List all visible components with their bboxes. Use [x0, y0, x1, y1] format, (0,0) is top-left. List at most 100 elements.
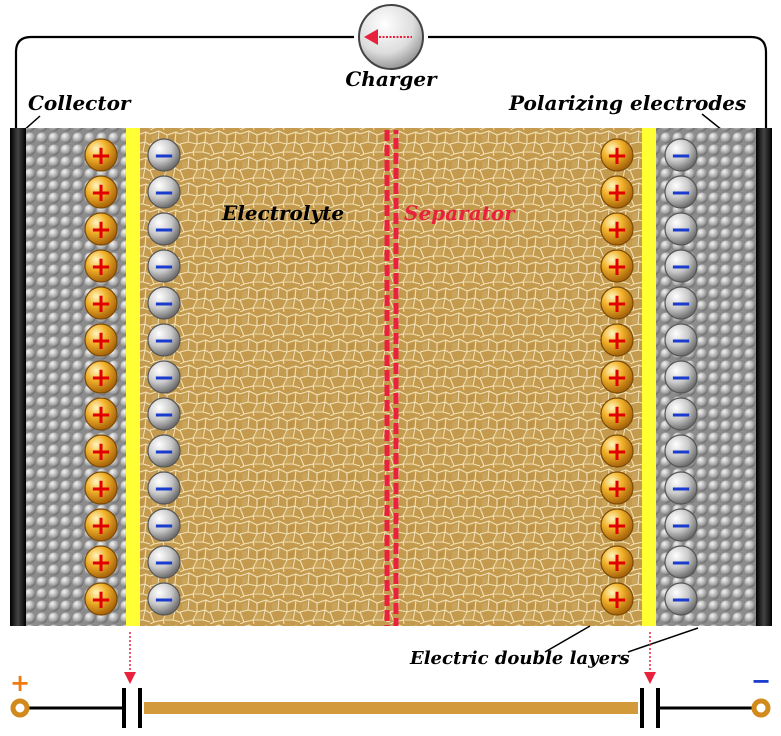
- left-capacitor-plate-a: [122, 688, 126, 728]
- right-collector: [756, 128, 772, 626]
- positive-ion-sphere: [84, 138, 118, 172]
- plus-sign: +: [90, 215, 112, 245]
- minus-sign: −: [153, 363, 175, 393]
- left-negative-ion: −: [147, 286, 181, 320]
- negative-ion-sphere: [664, 582, 698, 616]
- double-layer-pointer-right: [627, 627, 699, 653]
- left-positive-charge: +: [84, 434, 118, 468]
- right-positive-ion: +: [600, 397, 634, 431]
- left-positive-charge: +: [84, 323, 118, 357]
- left-positive-charge: +: [84, 138, 118, 172]
- minus-sign: −: [670, 141, 692, 171]
- left-negative-ion: −: [147, 249, 181, 283]
- plus-sign: +: [606, 215, 628, 245]
- right-positive-ion: +: [600, 175, 634, 209]
- minus-sign: −: [670, 363, 692, 393]
- left-negative-ion: −: [147, 434, 181, 468]
- positive-terminal: [10, 698, 30, 718]
- negative-ion-sphere: [147, 508, 181, 542]
- right-positive-ion: +: [600, 545, 634, 579]
- positive-ion-sphere: [600, 508, 634, 542]
- right-positive-ion: +: [600, 323, 634, 357]
- plus-sign: +: [90, 326, 112, 356]
- right-negative-charge: −: [664, 545, 698, 579]
- right-negative-charge: −: [664, 471, 698, 505]
- positive-ion-sphere: [84, 249, 118, 283]
- positive-ion-sphere: [600, 212, 634, 246]
- right-positive-ion: +: [600, 212, 634, 246]
- left-positive-charge: +: [84, 582, 118, 616]
- minus-sign: −: [670, 585, 692, 615]
- negative-ion-sphere: [664, 175, 698, 209]
- left-positive-charge: +: [84, 212, 118, 246]
- negative-ion-sphere: [664, 360, 698, 394]
- positive-ion-sphere: [84, 397, 118, 431]
- left-negative-ion: −: [147, 397, 181, 431]
- left-negative-ion: −: [147, 545, 181, 579]
- positive-ion-sphere: [84, 582, 118, 616]
- right-positive-ion: +: [600, 286, 634, 320]
- positive-ion-sphere: [84, 545, 118, 579]
- right-negative-charge: −: [664, 582, 698, 616]
- negative-ion-sphere: [147, 397, 181, 431]
- left-positive-charge: +: [84, 471, 118, 505]
- negative-ion-sphere: [147, 286, 181, 320]
- ion-columns: +++++++++++++−−−−−−−−−−−−−+++++++++++++−…: [84, 138, 698, 616]
- plus-sign: +: [90, 252, 112, 282]
- negative-ion-sphere: [147, 582, 181, 616]
- minus-sign: −: [153, 215, 175, 245]
- right-downward-arrow: [644, 632, 656, 684]
- left-negative-ion: −: [147, 212, 181, 246]
- minus-sign: −: [153, 141, 175, 171]
- separator: [384, 130, 399, 626]
- minus-sign: −: [153, 511, 175, 541]
- right-positive-ion: +: [600, 582, 634, 616]
- positive-ion-sphere: [600, 323, 634, 357]
- positive-ion-sphere: [84, 360, 118, 394]
- plus-sign: +: [606, 585, 628, 615]
- plus-sign: +: [90, 585, 112, 615]
- negative-ion-sphere: [147, 545, 181, 579]
- minus-sign: −: [670, 252, 692, 282]
- negative-ion-sphere: [147, 138, 181, 172]
- plus-sign: +: [606, 141, 628, 171]
- minus-sign: −: [670, 437, 692, 467]
- left-positive-charge: +: [84, 397, 118, 431]
- plus-sign: +: [606, 326, 628, 356]
- charger-label: Charger: [345, 67, 438, 91]
- minus-sign: −: [670, 178, 692, 208]
- negative-ion-sphere: [664, 323, 698, 357]
- right-negative-charge: −: [664, 175, 698, 209]
- plus-sign: +: [90, 178, 112, 208]
- double-layer-pointer-left: [544, 625, 591, 653]
- minus-sign: −: [153, 326, 175, 356]
- left-positive-charge: +: [84, 286, 118, 320]
- positive-ion-sphere: [600, 471, 634, 505]
- electrolyte-label: Electrolyte: [221, 201, 344, 225]
- double-layers-label: Electric double layers: [409, 648, 630, 669]
- negative-ion-sphere: [664, 138, 698, 172]
- negative-ion-sphere: [147, 360, 181, 394]
- left-positive-charge: +: [84, 175, 118, 209]
- separator-label: Separator: [404, 201, 516, 225]
- plus-sign: +: [90, 474, 112, 504]
- right-positive-ion: +: [600, 249, 634, 283]
- minus-sign: −: [670, 400, 692, 430]
- plus-sign: +: [90, 363, 112, 393]
- right-positive-ion: +: [600, 471, 634, 505]
- positive-ion-sphere: [600, 582, 634, 616]
- right-negative-charge: −: [664, 397, 698, 431]
- right-positive-ion: +: [600, 434, 634, 468]
- minus-sign: −: [153, 548, 175, 578]
- left-negative-ion: −: [147, 471, 181, 505]
- minus-sign: −: [670, 326, 692, 356]
- plus-sign: +: [90, 437, 112, 467]
- negative-ion-sphere: [664, 471, 698, 505]
- positive-ion-sphere: [600, 360, 634, 394]
- right-positive-ion: +: [600, 508, 634, 542]
- negative-terminal-symbol: −: [751, 667, 771, 695]
- plus-sign: +: [606, 474, 628, 504]
- minus-sign: −: [670, 511, 692, 541]
- plus-sign: +: [90, 548, 112, 578]
- left-negative-ion: −: [147, 138, 181, 172]
